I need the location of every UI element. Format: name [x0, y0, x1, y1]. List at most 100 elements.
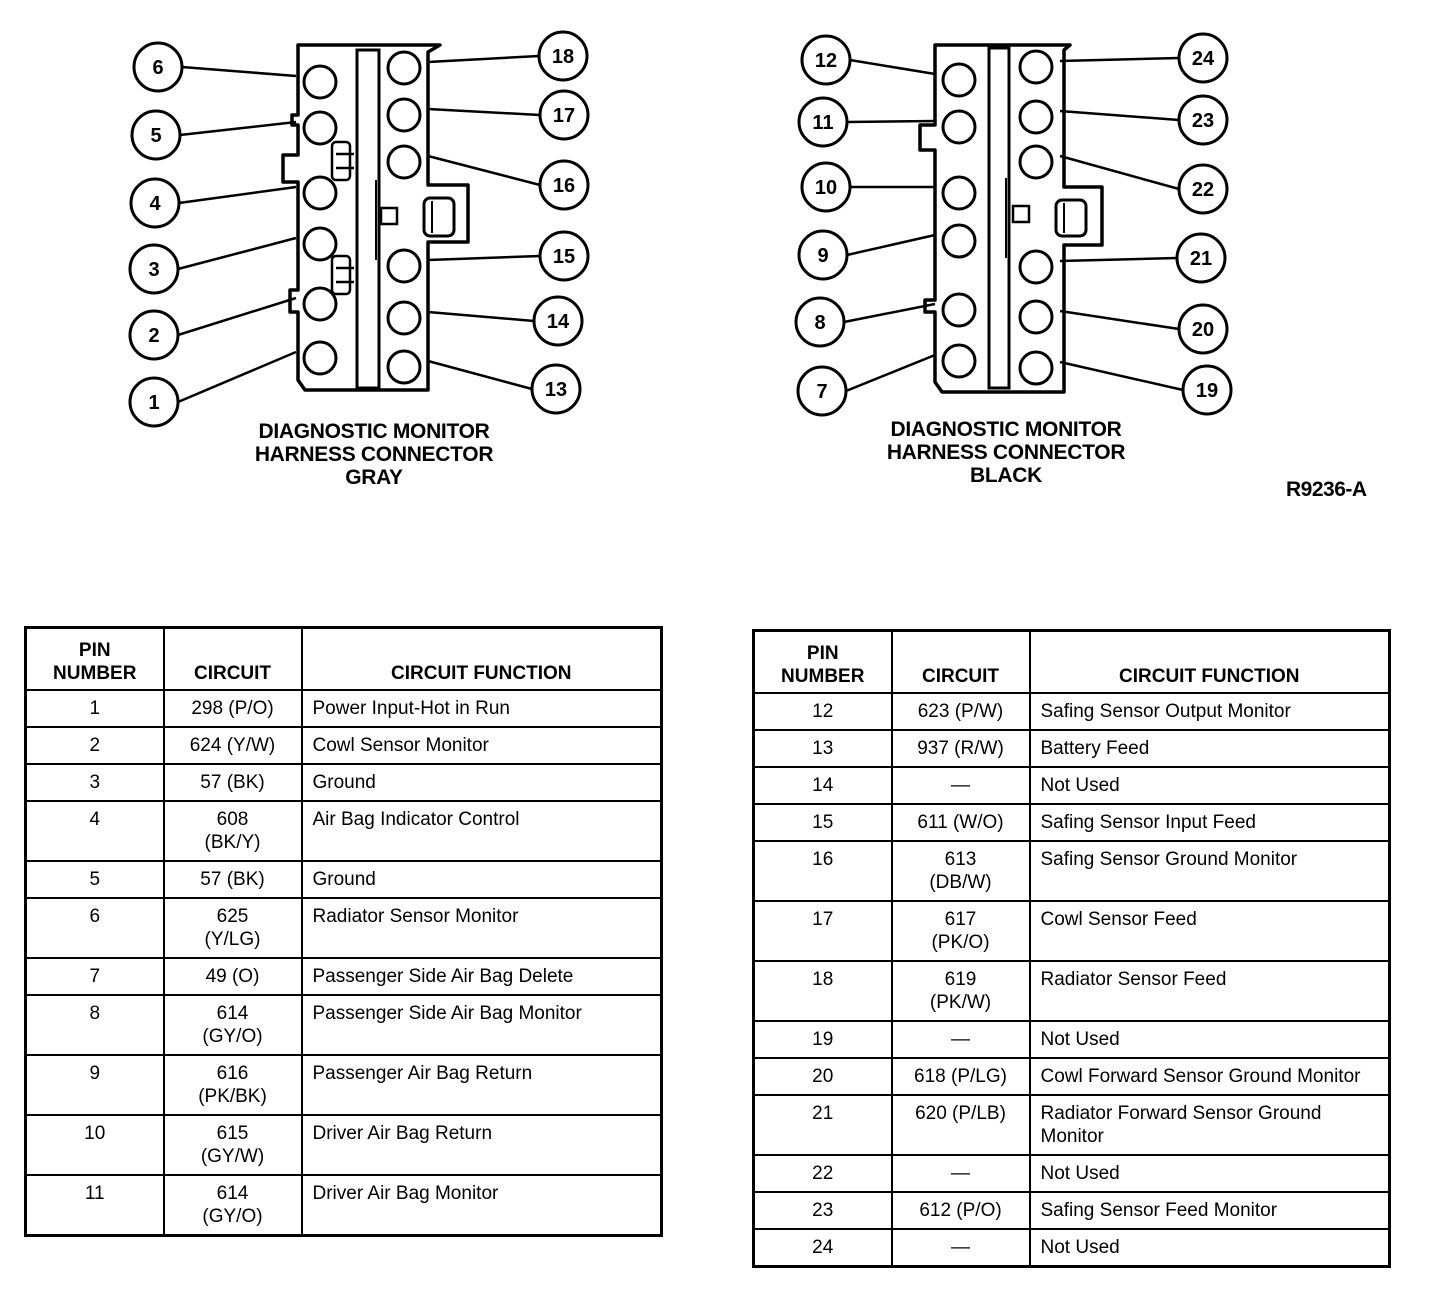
pin-leader-line: [179, 120, 297, 137]
circuit-cell: 57 (BK): [162, 763, 303, 802]
circuit-function-cell: Battery Feed: [1028, 729, 1391, 768]
pin-number-cell: 8: [24, 994, 165, 1056]
pin-leader-line: [178, 185, 297, 205]
circuit-function-cell: Driver Air Bag Monitor: [300, 1174, 663, 1237]
circuit-cell: 611 (W/O): [890, 803, 1031, 842]
circuit-cell: 614 (GY/O): [162, 994, 303, 1056]
circuit-cell: —: [890, 1154, 1031, 1193]
circuit-function-cell: Safing Sensor Output Monitor: [1028, 692, 1391, 731]
pin-header-line: NUMBER: [781, 666, 865, 687]
pin-cavity: [302, 64, 338, 100]
circuit-function-cell: Not Used: [1028, 1154, 1391, 1193]
circuit-function-cell: Driver Air Bag Return: [300, 1114, 663, 1176]
pin-cavity: [1018, 49, 1054, 85]
circuit-cell: 618 (P/LG): [890, 1057, 1031, 1096]
pin-number-bubble: [1181, 364, 1233, 416]
pin-leader-line: [427, 107, 541, 117]
lock-window: [1054, 198, 1088, 238]
pin-number-cell: 24: [752, 1228, 893, 1268]
pin-number-cell: 4: [24, 800, 165, 862]
circuit-cell: 620 (P/LB): [890, 1094, 1031, 1156]
latch-tab: [379, 206, 399, 226]
pin-number-bubble: [128, 309, 180, 361]
pin-number-label: 16: [553, 175, 575, 197]
table-row: 22—Not Used: [752, 1154, 1391, 1193]
pin-number-cell: 19: [752, 1020, 893, 1059]
pin-cavity: [941, 175, 977, 211]
pin-number-label: 13: [545, 379, 567, 401]
circuit-cell: 625 (Y/LG): [162, 897, 303, 959]
pin-number-cell: 17: [752, 900, 893, 962]
circuit-cell: 623 (P/W): [890, 692, 1031, 731]
circuit-cell: 49 (O): [162, 957, 303, 996]
pin-number-label: 18: [552, 46, 574, 68]
pin-number-bubble: [538, 230, 590, 282]
connector-center-rail: [987, 46, 1011, 390]
pin-number-label: 1: [148, 392, 159, 414]
pin-number-label: 14: [547, 311, 570, 333]
circuit-header: CIRCUIT: [890, 629, 1031, 694]
pin-number-bubble: [1177, 94, 1229, 146]
pin-cavity: [1018, 299, 1054, 335]
circuit-header: CIRCUIT: [162, 626, 303, 691]
pin-cavity: [1018, 350, 1054, 386]
circuit-function-cell: Passenger Side Air Bag Monitor: [300, 994, 663, 1056]
black-connector-caption: DIAGNOSTIC MONITOR HARNESS CONNECTOR BLA…: [846, 418, 1166, 487]
pin-number-bubble: [794, 296, 846, 348]
pin-number-cell: 16: [752, 840, 893, 902]
circuit-cell: 608 (BK/Y): [162, 800, 303, 862]
pin-leader-line: [846, 119, 936, 124]
pin-cavity: [941, 62, 977, 98]
caption-line: HARNESS CONNECTOR: [254, 443, 494, 466]
circuit-function-cell: Ground: [300, 860, 663, 899]
pin-cavity: [386, 248, 422, 284]
circuit-function-cell: Passenger Air Bag Return: [300, 1054, 663, 1116]
circuit-cell: —: [890, 766, 1031, 805]
pin-header-line: PIN: [78, 640, 111, 661]
pin-number-bubble: [538, 159, 590, 211]
table-row: 14—Not Used: [752, 766, 1391, 805]
circuit-function-cell: Cowl Sensor Feed: [1028, 900, 1391, 962]
circuit-function-cell: Ground: [300, 763, 663, 802]
pin-leader-line: [1059, 309, 1180, 331]
pin-number-cell: 9: [24, 1054, 165, 1116]
pin-number-bubble: [530, 363, 582, 415]
circuit-cell: —: [890, 1020, 1031, 1059]
caption-line: GRAY: [345, 466, 403, 489]
table-header-row: PIN NUMBER CIRCUIT CIRCUIT FUNCTION: [24, 626, 663, 691]
pin-number-label: 22: [1192, 179, 1214, 201]
pin-cavity: [386, 349, 422, 385]
pin-leader-line: [845, 353, 936, 393]
pin-number-bubble: [797, 96, 849, 148]
pin-cavity: [941, 343, 977, 379]
circuit-cell: 612 (P/O): [890, 1191, 1031, 1230]
pin-number-label: 23: [1192, 110, 1214, 132]
circuit-function-cell: Radiator Sensor Feed: [1028, 960, 1391, 1022]
pin-number-header: PIN NUMBER: [752, 629, 893, 694]
circuit-function-cell: Cowl Forward Sensor Ground Monitor: [1028, 1057, 1391, 1096]
circuit-function-cell: Not Used: [1028, 1228, 1391, 1268]
pin-number-cell: 13: [752, 729, 893, 768]
pin-number-bubble: [1177, 32, 1229, 84]
circuit-function-header: CIRCUIT FUNCTION: [1028, 629, 1391, 694]
circuit-cell: 613 (DB/W): [890, 840, 1031, 902]
pin-number-cell: 1: [24, 689, 165, 728]
caption-line: DIAGNOSTIC MONITOR: [890, 418, 1122, 441]
pin-number-bubble: [796, 365, 848, 417]
pin-number-label: 6: [152, 57, 163, 79]
pin-number-label: 11: [812, 112, 833, 134]
